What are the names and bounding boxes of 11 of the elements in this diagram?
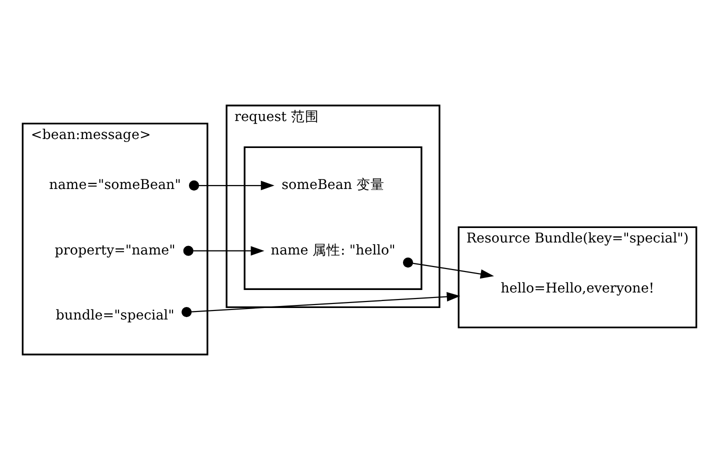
arrow bbox=[188, 180, 274, 190]
arrow bbox=[183, 245, 264, 256]
node-text: name 属性: "hello" bbox=[270, 242, 396, 258]
arrow bbox=[182, 292, 460, 317]
cluster bbox=[244, 146, 422, 290]
node-text: someBean 变量 bbox=[282, 176, 384, 192]
node-text: hello=Hello,everyone! bbox=[500, 280, 654, 296]
node-text: name="someBean" bbox=[49, 176, 181, 192]
arrow bbox=[402, 256, 494, 278]
node-text: property="name" bbox=[54, 242, 176, 258]
node-text: bundle="special" bbox=[56, 307, 174, 324]
